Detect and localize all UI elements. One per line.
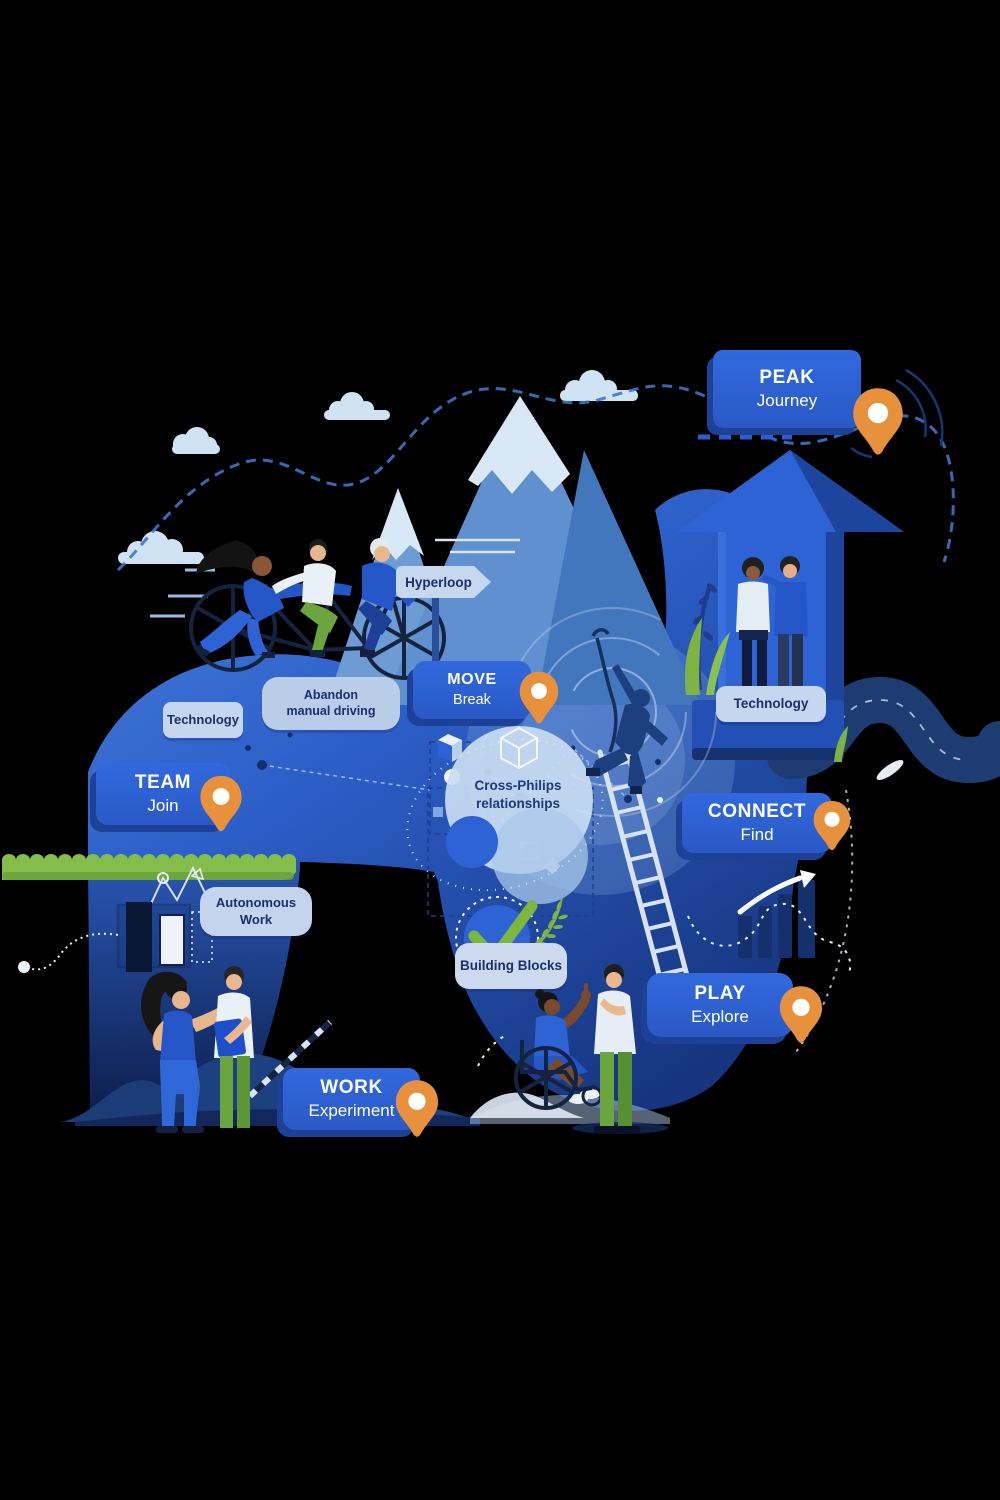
tower-plant <box>684 583 848 762</box>
label-technology-right: Technology <box>716 686 826 722</box>
location-pin-icon[interactable] <box>778 984 824 1046</box>
label-line2: Work <box>239 911 273 927</box>
label-line1: Abandon <box>303 687 359 702</box>
location-pin-icon[interactable] <box>518 670 560 726</box>
stop-title: CONNECT <box>707 801 807 823</box>
label-building-blocks: Building Blocks <box>455 943 567 989</box>
grass-strip <box>2 854 296 880</box>
laurel-branch <box>527 897 568 955</box>
tower-people <box>736 556 808 702</box>
stop-connect[interactable]: CONNECT Find <box>682 793 832 853</box>
stop-team[interactable]: TEAM Join <box>96 763 230 825</box>
location-pin-icon[interactable] <box>812 799 852 853</box>
stop-move[interactable]: MOVE Break <box>413 661 531 719</box>
stop-title: WORK <box>320 1077 383 1099</box>
stop-play[interactable]: PLAY Explore <box>647 973 793 1037</box>
label-text: Technology <box>167 711 239 727</box>
label-line2: manual driving <box>286 703 376 718</box>
stop-title: PEAK <box>759 367 815 389</box>
stop-subtitle: Experiment <box>308 1101 395 1121</box>
stop-title: PLAY <box>694 983 746 1005</box>
rider-man <box>272 539 338 657</box>
location-pin-icon[interactable] <box>198 774 244 834</box>
cube-3d-icon <box>500 727 538 769</box>
stop-subtitle: Join <box>147 796 179 816</box>
location-pin-icon[interactable] <box>394 1078 440 1140</box>
stop-subtitle: Explore <box>691 1007 749 1027</box>
label-autonomous-work: Autonomous Work <box>200 887 312 936</box>
tandem-bike-riders <box>150 538 520 680</box>
dotted-trails <box>477 789 854 1067</box>
autonomous-kiosk <box>18 865 223 973</box>
talking-man <box>212 966 260 1136</box>
hyperloop-sign: Hyperloop <box>396 566 491 598</box>
label-abandon-manual-driving: Abandon manual driving <box>262 677 400 730</box>
standing-man <box>594 964 640 1134</box>
stop-subtitle: Find <box>740 825 774 845</box>
talking-people <box>141 966 333 1136</box>
hyperloop-sign-pole <box>432 596 439 668</box>
peak-pin-arcs <box>850 368 944 459</box>
cross-philips-bubble <box>406 726 604 904</box>
label-technology-left: Technology <box>163 702 243 738</box>
wheelchair-woman <box>514 983 603 1110</box>
stop-peak[interactable]: PEAK Journey <box>713 350 861 428</box>
label-line1: Autonomous <box>215 895 297 911</box>
label-text: Building Blocks <box>459 957 562 973</box>
clouds <box>118 370 638 564</box>
location-pin-icon[interactable] <box>850 386 906 458</box>
label-text: Technology <box>733 695 809 711</box>
talking-woman <box>141 971 236 1133</box>
label-cross-philips: Cross-Philips relationships <box>452 777 584 812</box>
stop-subtitle: Break <box>453 691 491 708</box>
climber <box>507 607 717 817</box>
stop-subtitle: Journey <box>756 391 818 411</box>
stop-title: TEAM <box>134 772 192 794</box>
stop-title: MOVE <box>447 671 497 689</box>
wheelchair-group <box>470 964 670 1134</box>
hyperloop-sign-label: Hyperloop <box>405 574 472 590</box>
label-line1: Cross-Philips <box>474 778 562 793</box>
label-line2: relationships <box>475 795 561 811</box>
growth-arrow-bars-icon <box>737 870 816 958</box>
rider-elder <box>358 538 416 657</box>
